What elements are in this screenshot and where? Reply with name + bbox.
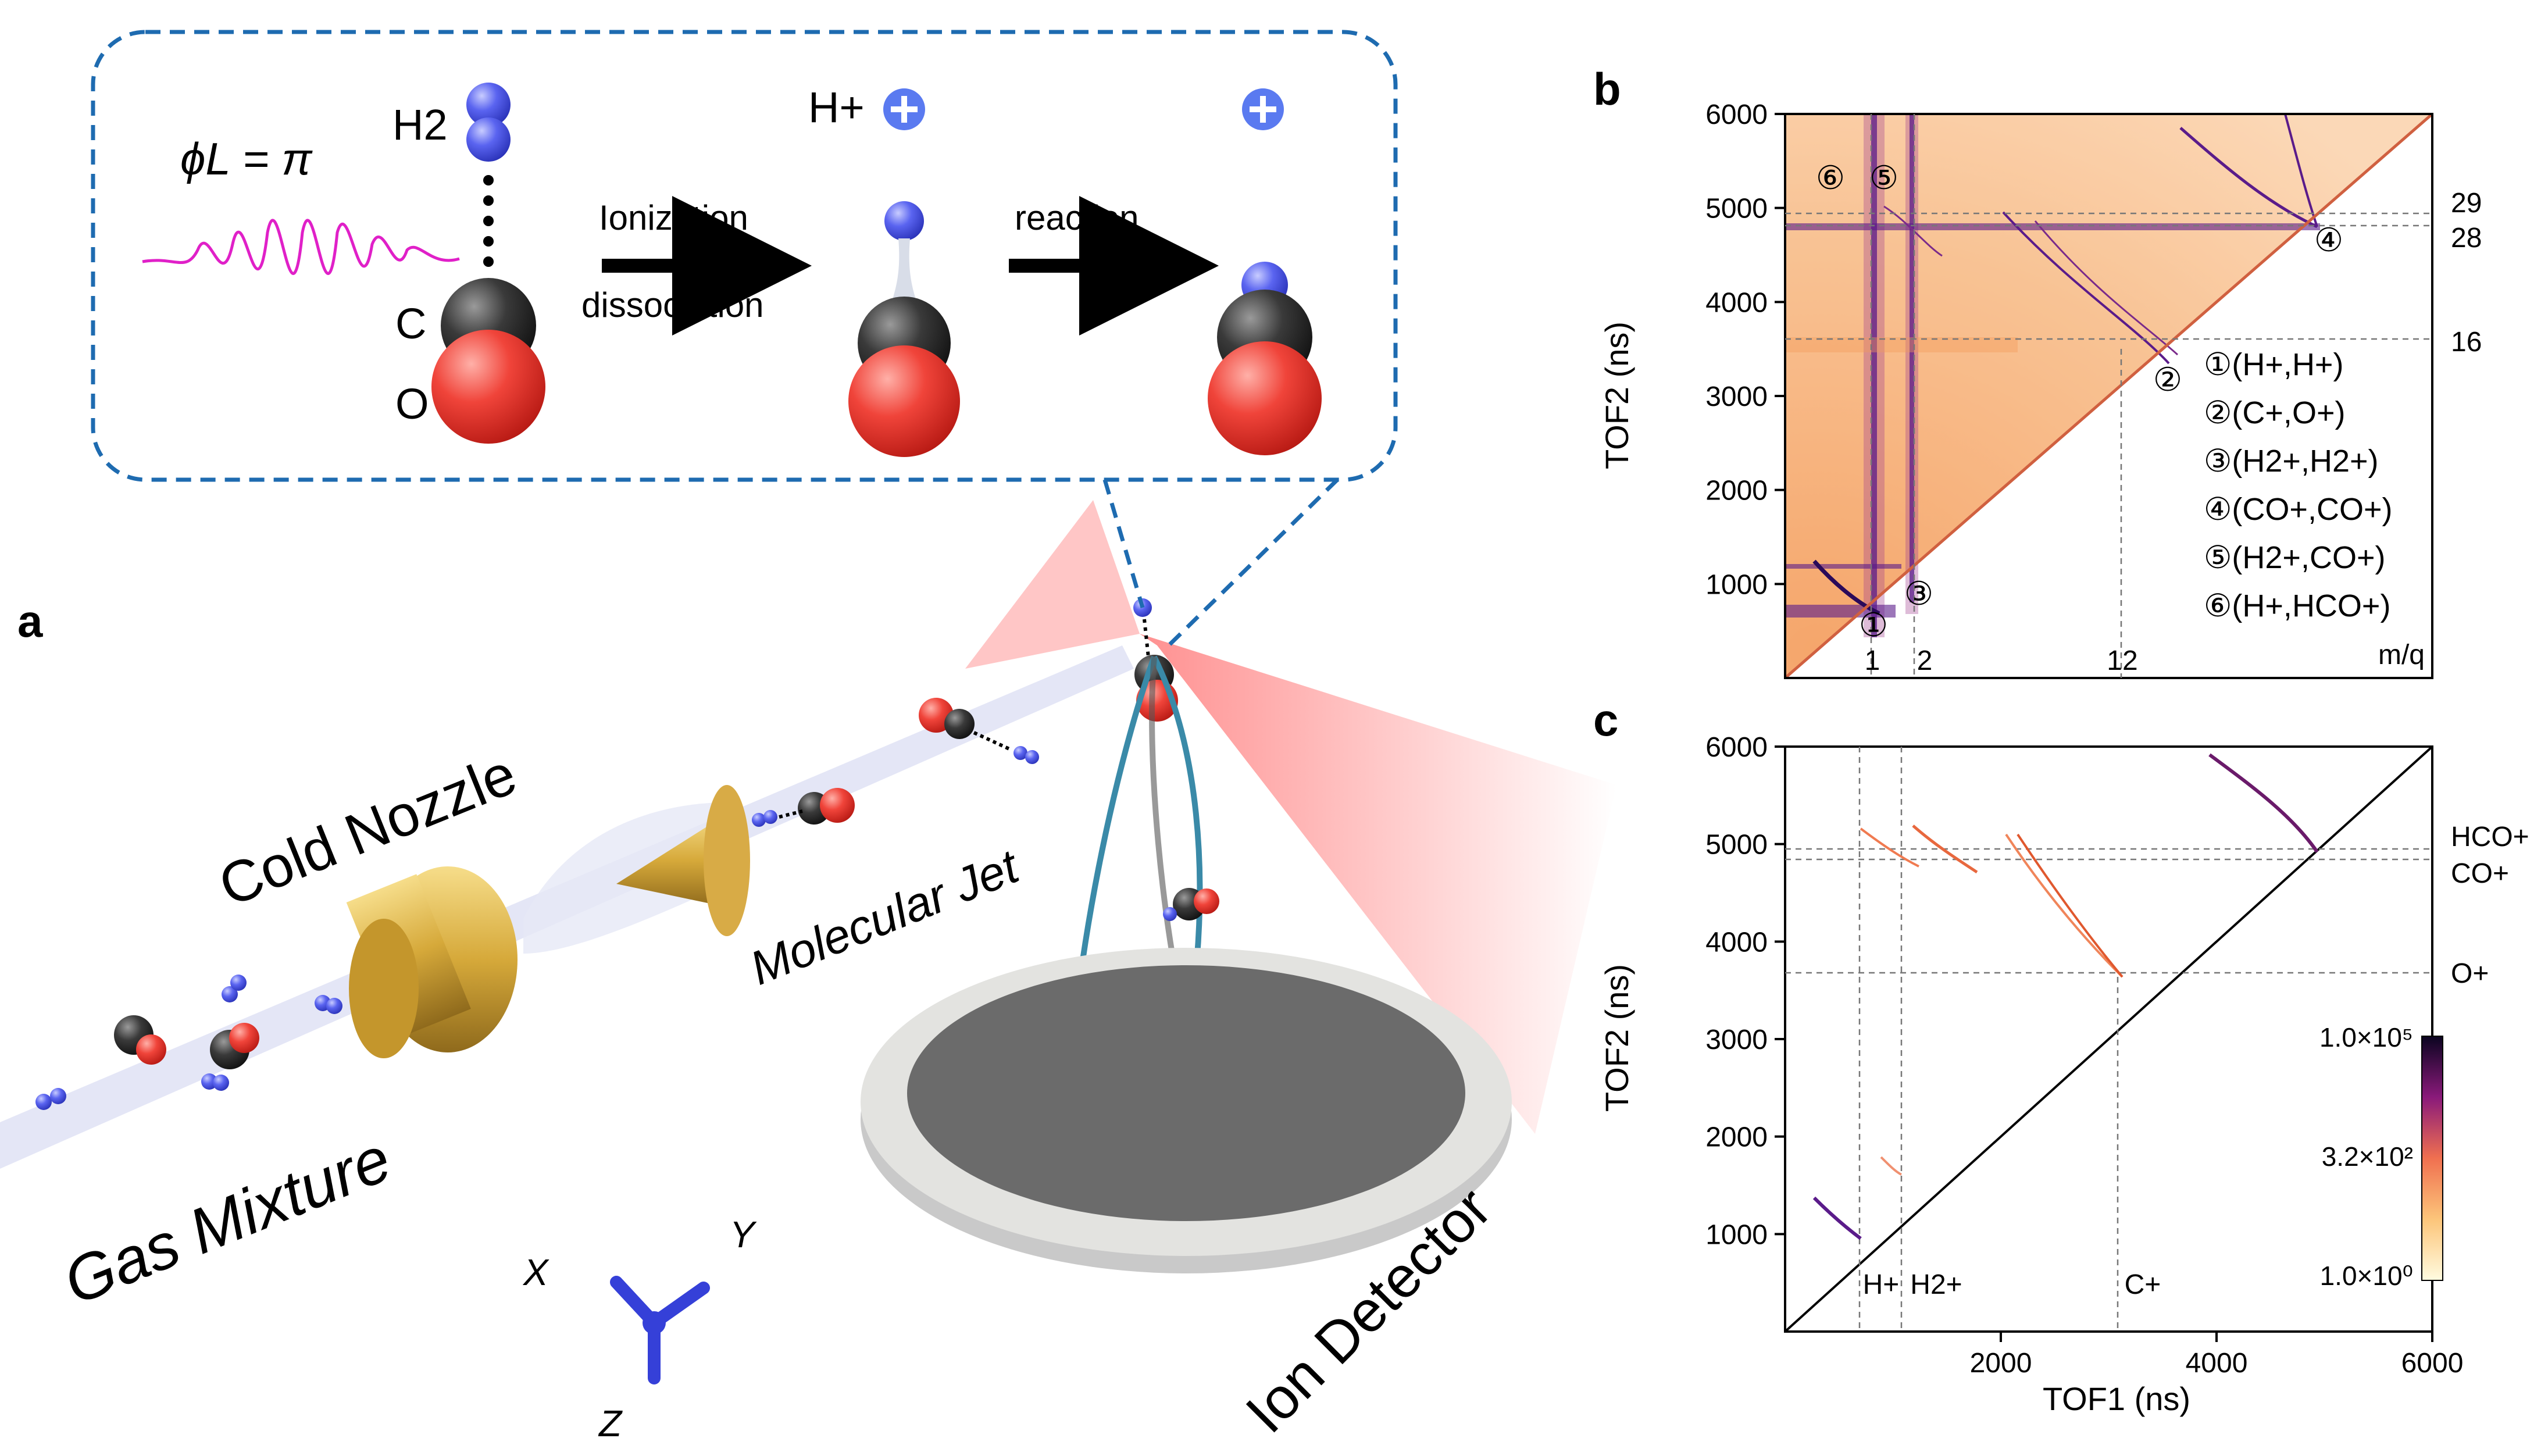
- laser-beam-upper: [965, 500, 1140, 669]
- ytick-label-c: 4000: [1705, 927, 1768, 958]
- label-dissociation: dissociation: [581, 286, 764, 324]
- diagonal-b: [1784, 113, 2433, 679]
- ion-detector: [861, 948, 1512, 1273]
- channel-curves-c: [1812, 753, 2319, 1240]
- ytick-label-c: 5000: [1705, 830, 1768, 861]
- xtick-label-c: 6000: [2401, 1348, 2464, 1379]
- marker-1: ①: [1859, 606, 1888, 643]
- ytick-label-b: 3000: [1705, 381, 1768, 412]
- ion-tick-h2: H2+: [1910, 1269, 1962, 1300]
- marker-6: ⑥: [1816, 159, 1845, 196]
- reaction-inset: ϕL = π H2 C O Ionization dissociation H+…: [91, 30, 1398, 647]
- legend-label-3: (H2+,H2+): [2232, 444, 2378, 479]
- ytick-label-c: 3000: [1705, 1025, 1768, 1055]
- panel-c: c 1.0×10⁵ 3.2×10² 1.0×10⁰ 1000 2000 3000 40…: [1593, 694, 2529, 1417]
- panel-c-label: c: [1593, 694, 1618, 745]
- label-molecular-jet: Molecular Jet: [743, 839, 1027, 995]
- ion-tick-o: O+: [2451, 958, 2489, 989]
- ytick-label-b: 5000: [1705, 194, 1768, 224]
- legend-num-6: ⑥: [2204, 588, 2232, 623]
- ylabel-b: TOF2 (ns): [1598, 322, 1635, 469]
- marker-4: ④: [2314, 222, 2343, 258]
- mq-tick-16: 16: [2451, 327, 2482, 358]
- ion-tick-c: C+: [2125, 1269, 2161, 1300]
- xlabel-c: TOF1 (ns): [2043, 1380, 2190, 1417]
- legend-num-3: ③: [2204, 444, 2232, 479]
- label-h-plus: H+: [808, 83, 865, 131]
- legend-label-1: (H+,H+): [2232, 347, 2343, 382]
- laser-pulse-waveform: [142, 219, 460, 275]
- ion-tick-co: CO+: [2451, 858, 2509, 889]
- label-ionization: Ionization: [599, 198, 748, 237]
- mq-tick-28: 28: [2451, 223, 2482, 254]
- marker-2: ②: [2153, 361, 2182, 398]
- mq-label: m/q: [2378, 640, 2425, 670]
- cold-nozzle: [346, 785, 750, 1058]
- ytick-label-b: 6000: [1705, 99, 1768, 130]
- xticks-c: 2000 4000 6000: [1970, 1332, 2464, 1379]
- svg-text:①(H+,H+): ①(H+,H+): [2204, 347, 2343, 382]
- axis-z-label: Z: [598, 1403, 623, 1444]
- guide-lines-c: [1785, 747, 2432, 1332]
- mq-tick-29: 29: [2451, 188, 2482, 219]
- legend-label-4: (CO+,CO+): [2232, 492, 2392, 527]
- mq-tick-1: 1: [1865, 645, 1880, 676]
- label-h2: H2: [392, 101, 448, 149]
- legend-label-6: (H+,HCO+): [2232, 588, 2390, 623]
- channel-legend-b: ①(H+,H+) ②(C+,O+) ③(H2+,H2+) ④(CO+,CO+) …: [2204, 347, 2392, 623]
- svg-text:④(CO+,CO+): ④(CO+,CO+): [2204, 492, 2392, 527]
- phase-label: ϕL = π: [180, 133, 313, 184]
- ion-tick-h: H+: [1863, 1269, 1900, 1300]
- ytick-label-c: 6000: [1705, 732, 1768, 763]
- colorbar-max: 1.0×10⁵: [2319, 1022, 2413, 1052]
- legend-num-1: ①: [2204, 347, 2232, 382]
- label-c: C: [395, 299, 426, 348]
- mq-tick-12: 12: [2107, 645, 2137, 676]
- svg-text:⑥(H+,HCO+): ⑥(H+,HCO+): [2204, 588, 2390, 623]
- panel-b: b: [1593, 63, 2482, 679]
- ylabel-c: TOF2 (ns): [1598, 964, 1635, 1112]
- marker-3: ③: [1904, 575, 1933, 612]
- colorbar-mid: 3.2×10²: [2322, 1141, 2413, 1172]
- colorbar: [2421, 1036, 2443, 1281]
- legend-num-5: ⑤: [2204, 540, 2232, 575]
- ytick-label-b: 1000: [1705, 569, 1768, 600]
- svg-text:③(H2+,H2+): ③(H2+,H2+): [2204, 444, 2379, 479]
- xtick-label-c: 4000: [2186, 1348, 2248, 1379]
- panel-a: a: [0, 30, 1616, 1446]
- yticks-c: 1000 2000 3000 4000 5000 6000: [1705, 732, 1785, 1250]
- axis-x-label: X: [522, 1251, 549, 1293]
- ion-tick-hco: HCO+: [2451, 822, 2529, 852]
- inset-box: [91, 30, 1398, 482]
- ytick-label-b: 2000: [1705, 476, 1768, 506]
- diagonal-c: [1784, 745, 2433, 1333]
- axis-y-label: Y: [730, 1214, 757, 1255]
- xtick-label-c: 2000: [1970, 1348, 2032, 1379]
- laser-beam-lower: [1140, 634, 1616, 1134]
- legend-label-2: (C+,O+): [2232, 395, 2345, 430]
- legend-label-5: (H2+,CO+): [2232, 540, 2385, 575]
- guide-lines-b: [1785, 114, 2432, 678]
- ytick-label-c: 2000: [1705, 1122, 1768, 1153]
- panel-b-label: b: [1593, 63, 1621, 115]
- svg-text:②(C+,O+): ②(C+,O+): [2204, 395, 2345, 430]
- label-o: O: [395, 380, 429, 428]
- yticks-b: 1000 2000 3000 4000 5000 6000: [1705, 99, 1785, 600]
- legend-num-4: ④: [2204, 492, 2232, 527]
- colorbar-min: 1.0×10⁰: [2320, 1261, 2413, 1291]
- svg-text:⑤(H2+,CO+): ⑤(H2+,CO+): [2204, 540, 2386, 575]
- xyz-axes: [610, 1276, 710, 1384]
- label-gas-mixture: Gas Mixture: [54, 1123, 401, 1318]
- panel-a-label: a: [17, 595, 43, 647]
- legend-num-2: ②: [2204, 395, 2232, 430]
- ytick-label-b: 4000: [1705, 287, 1768, 318]
- marker-5: ⑤: [1869, 159, 1898, 196]
- jet-molecules: [35, 698, 1039, 1110]
- label-reaction: reaction: [1015, 198, 1139, 237]
- ytick-label-c: 1000: [1705, 1219, 1768, 1250]
- mq-tick-2: 2: [1917, 645, 1933, 676]
- channel-markers-b: ⑥ ⑤ ④ ② ③ ①: [1816, 159, 2343, 643]
